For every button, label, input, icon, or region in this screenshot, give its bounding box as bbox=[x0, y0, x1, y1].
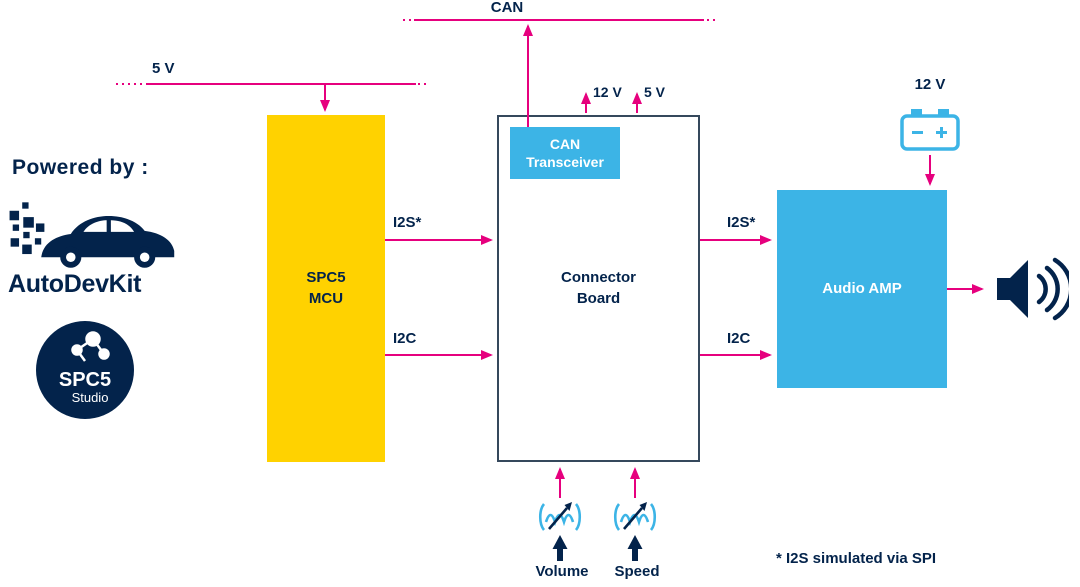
board-12v-label: 12 V bbox=[593, 84, 622, 100]
studio-logo-text: Studio bbox=[72, 390, 109, 405]
speed-label: Speed bbox=[614, 563, 660, 580]
can-transceiver-block: CAN Transceiver bbox=[510, 127, 620, 179]
battery-12v-label: 12 V bbox=[914, 76, 946, 93]
can-transceiver-line2: Transceiver bbox=[526, 154, 604, 170]
i2s-left-label: I2S* bbox=[393, 214, 422, 231]
volume-arrow-icon bbox=[552, 535, 568, 561]
mcu-label-line2: MCU bbox=[308, 289, 344, 307]
i2c-right-label: I2C bbox=[727, 330, 751, 347]
volume-pot-icon bbox=[538, 502, 582, 531]
can-bus-label: CAN bbox=[490, 0, 524, 16]
molecule-icon bbox=[71, 331, 110, 362]
speaker-icon bbox=[997, 257, 1069, 321]
speed-arrow-icon bbox=[627, 535, 643, 561]
spc5studio-logo-icon: SPC5 Studio bbox=[36, 321, 134, 419]
battery-icon bbox=[900, 109, 960, 151]
powered-by-label: Powered by : bbox=[12, 156, 149, 179]
supply-5v-label: 5 V bbox=[152, 60, 175, 77]
connector-label-line1: Connector bbox=[561, 269, 636, 287]
connector-label-line2: Board bbox=[576, 289, 621, 307]
can-transceiver-line1: CAN bbox=[549, 135, 581, 152]
connector-board-block: CAN Transceiver Connector Board bbox=[497, 115, 700, 462]
car-silhouette bbox=[41, 216, 175, 268]
pixel-mosaic bbox=[9, 202, 45, 255]
footnote-label: * I2S simulated via SPI bbox=[776, 550, 937, 567]
autodevkit-label: AutoDevKit bbox=[8, 270, 142, 298]
autodevkit-car-icon bbox=[9, 202, 175, 268]
i2s-right-label: I2S* bbox=[727, 214, 756, 231]
i2c-left-label: I2C bbox=[393, 330, 417, 347]
spc5-mcu-block: SPC5 MCU bbox=[267, 115, 385, 462]
volume-label: Volume bbox=[535, 563, 589, 580]
spc5-logo-text: SPC5 bbox=[59, 369, 111, 391]
mcu-label-line1: SPC5 bbox=[306, 269, 346, 287]
board-5v-label: 5 V bbox=[644, 84, 666, 100]
audio-amp-label: Audio AMP bbox=[822, 279, 902, 297]
speed-pot-icon bbox=[613, 502, 657, 531]
audio-amp-block: Audio AMP bbox=[777, 190, 947, 388]
